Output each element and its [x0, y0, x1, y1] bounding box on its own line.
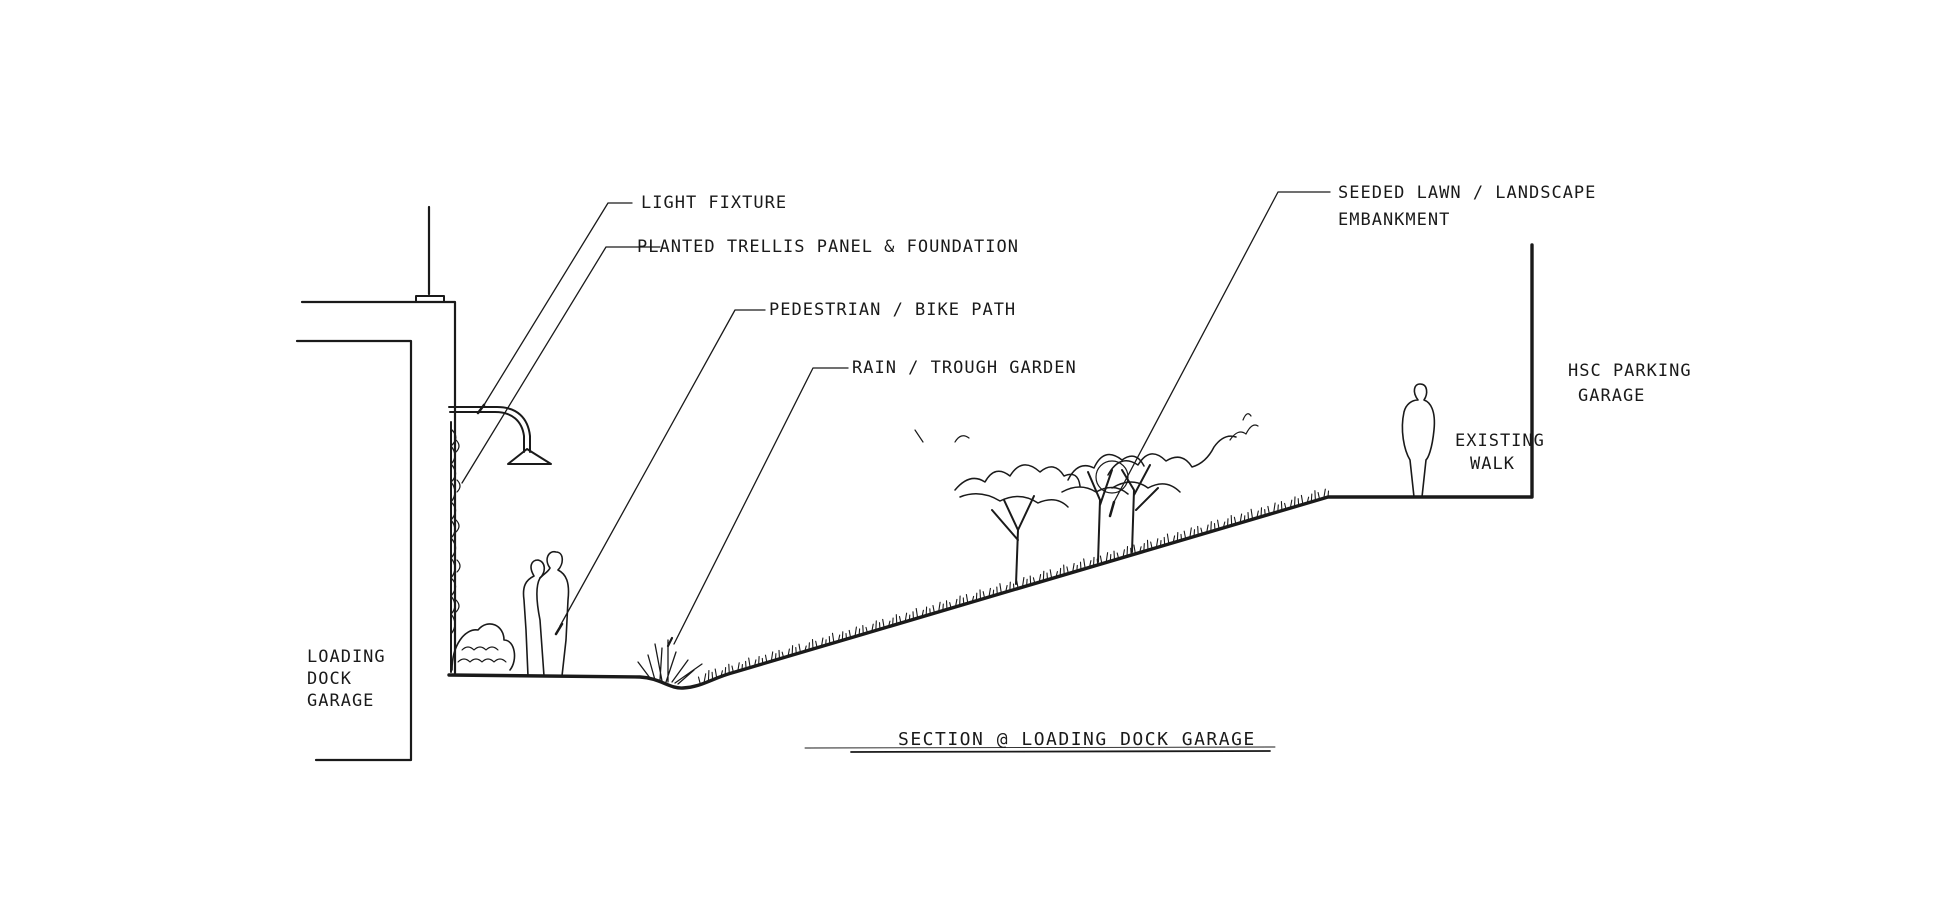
section-title-underline [850, 750, 1271, 753]
existing-walk-label-line1: EXISTING [1455, 431, 1545, 451]
seeded-lawn-label-line2: EMBANKMENT [1338, 210, 1450, 230]
light-fixture-icon [448, 406, 552, 465]
pedestrian-figure-icon [522, 550, 570, 677]
tree-icon [1095, 413, 1259, 553]
seeded-lawn-label-line1: SEEDED LAWN / LANDSCAPE [1338, 183, 1596, 203]
hsc-parking-label-line1: HSC PARKING [1568, 361, 1692, 381]
loading-dock-label-line2: DOCK [307, 669, 352, 689]
light-pole [415, 205, 445, 303]
loading-dock-label-line1: LOADING [307, 647, 386, 667]
existing-walk-label-line2: WALK [1470, 454, 1515, 474]
tree-icon [914, 429, 1081, 585]
loading-dock-label-line3: GARAGE [307, 691, 374, 711]
tree-icon [1061, 453, 1145, 563]
shrub-icon [451, 623, 516, 671]
ground-line [447, 243, 1534, 690]
section-title-underline-thin [804, 746, 1276, 749]
section-title: SECTION @ LOADING DOCK GARAGE [898, 729, 1256, 750]
pedestrian-bike-path-label: PEDESTRIAN / BIKE PATH [769, 300, 1016, 320]
planted-trellis-icon [450, 421, 461, 673]
grass-hatching [697, 488, 1330, 684]
rain-garden-plants-icon [637, 636, 703, 685]
leader-arrowheads [476, 403, 1116, 636]
leader-lines [461, 191, 1331, 645]
light-fixture-label: LIGHT FIXTURE [641, 193, 787, 213]
rain-trough-garden-label: RAIN / TROUGH GARDEN [852, 358, 1077, 378]
standing-figure-icon [1401, 383, 1436, 498]
hsc-parking-label-line2: GARAGE [1578, 386, 1645, 406]
planted-trellis-label: PLANTED TRELLIS PANEL & FOUNDATION [637, 237, 1019, 257]
